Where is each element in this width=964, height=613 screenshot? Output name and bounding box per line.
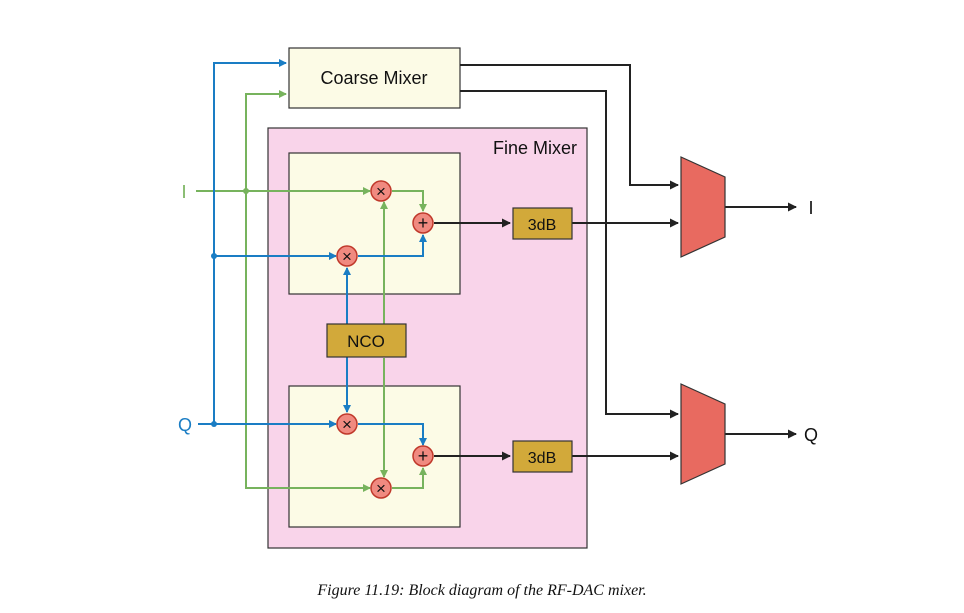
attenuator-bottom-label: 3dB [528,450,556,467]
upper-adder: + [412,212,434,234]
input-q-label: Q [178,415,192,435]
upper-mult-to-adder-wire [392,190,427,212]
fine-mixer-label: Fine Mixer [493,138,577,158]
lower-i-multiplier-symbol: × [376,479,386,498]
q-to-coarse-mixer-wire [213,59,287,424]
coarse-mixer-label: Coarse Mixer [320,68,427,88]
upper-q-multiplier: × [336,245,358,267]
nco-block [326,323,407,358]
lower-adder-symbol: + [418,446,429,466]
q-input-junction [211,421,217,427]
q-branch-junction [211,253,217,259]
i-output-mux [680,156,726,258]
i-to-coarse-mixer-wire [245,90,287,191]
upper-i-multiplier-symbol: × [376,182,386,201]
attenuator-top [512,207,573,240]
lower-q-mult-to-adder-wire [358,423,427,446]
input-i-label: I [181,182,186,202]
upper-q-mult-to-adder-wire [358,234,427,257]
upper-adder-symbol: + [418,213,429,233]
lower-q-multiplier: × [336,413,358,435]
q-output-mux [680,383,726,485]
lower-q-multiplier-symbol: × [342,415,352,434]
attenuator-bottom [512,440,573,473]
i-input-junction [243,188,249,194]
figure-caption: Figure 11.19: Block diagram of the RF-DA… [317,582,647,599]
attenuator-top-label: 3dB [528,217,556,234]
output-q-label: Q [804,425,818,445]
upper-q-multiplier-symbol: × [342,247,352,266]
output-i-label: I [808,198,813,218]
lower-mult-to-adder-wire [392,467,427,489]
lower-i-multiplier: × [370,477,392,499]
upper-i-multiplier: × [370,180,392,202]
coarse-mixer-block [288,47,461,109]
nco-label: NCO [347,332,385,351]
coarse-to-i-mux-wire [460,64,679,190]
rf-dac-mixer-diagram: Fine Mixer Coarse Mixer [178,47,818,549]
lower-adder: + [412,445,434,467]
coarse-to-q-mux-wire [460,90,679,419]
i-to-lower-mixer-wire [245,191,371,492]
